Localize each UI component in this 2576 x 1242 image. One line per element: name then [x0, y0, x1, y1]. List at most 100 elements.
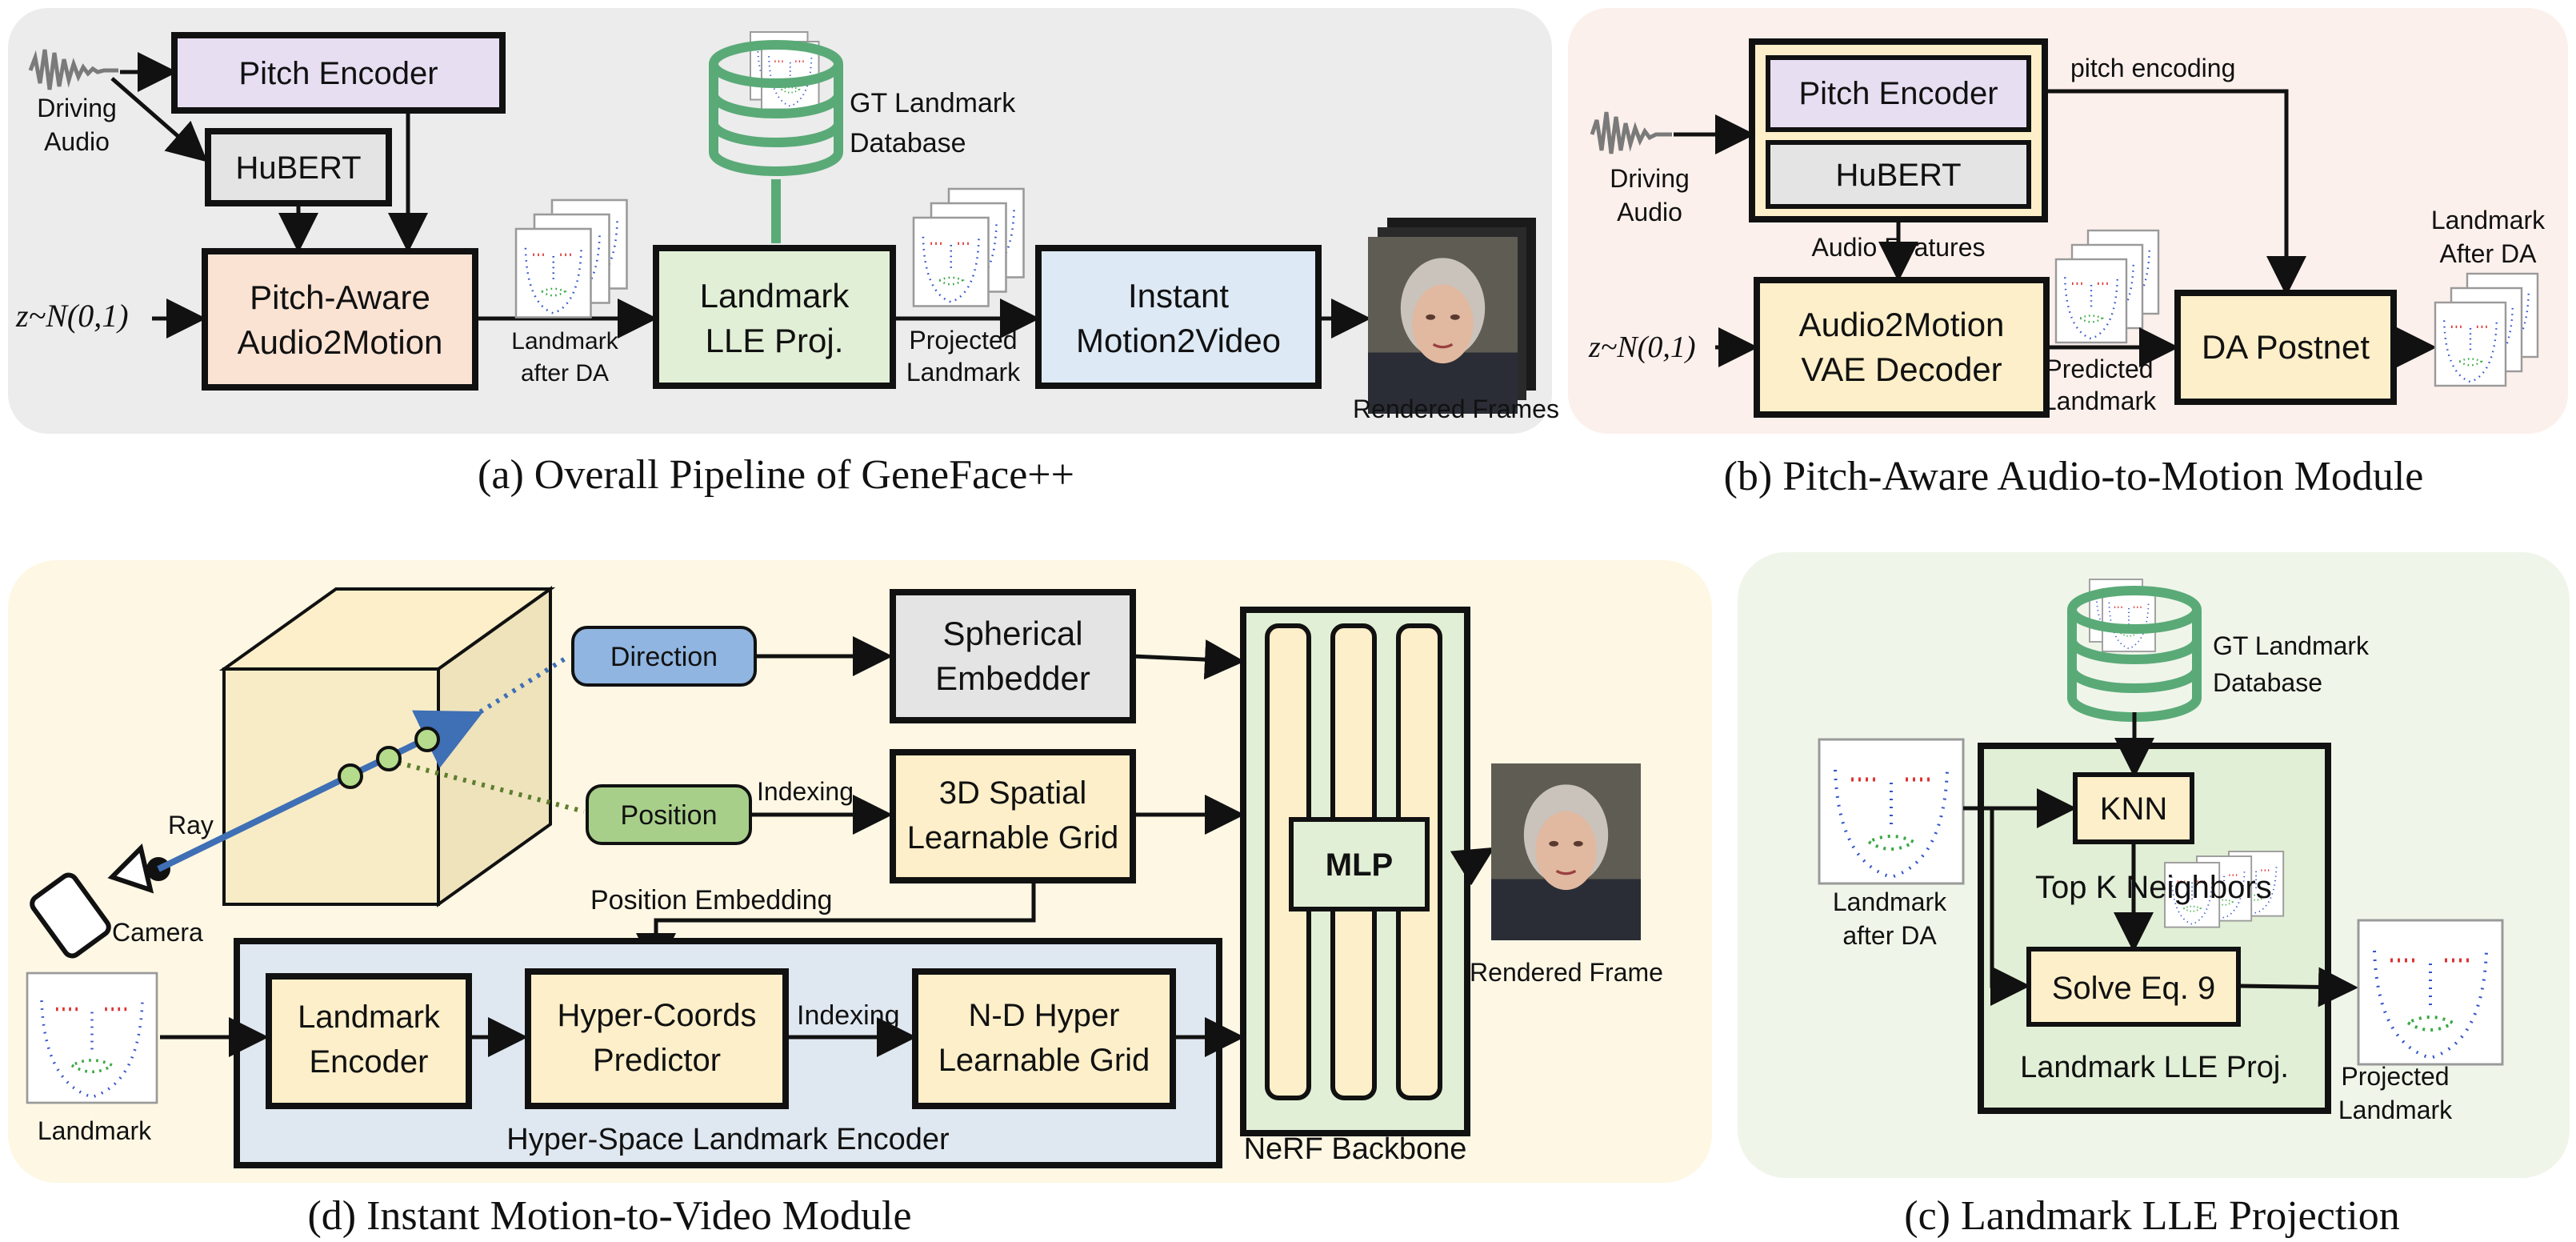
pitch-encoder-box-b [1766, 55, 2031, 132]
sample-point [376, 746, 402, 771]
landmark-input-d [27, 973, 157, 1103]
caption-a: (a) Overall Pipeline of GeneFace++ [478, 452, 1074, 498]
projected-landmark-output-c [2358, 920, 2502, 1064]
instant-label: Instant [1128, 277, 1229, 315]
pitch-aware-label: Pitch-Aware [250, 278, 430, 316]
driving-audio-label-b-2: Audio [1617, 198, 1682, 226]
waveform-icon-b [1590, 111, 1672, 154]
audio2motion-label: Audio2Motion [238, 323, 443, 361]
projected-landmark-label-2: Landmark [906, 358, 1021, 387]
solve-eq-label: Solve Eq. 9 [2052, 971, 2216, 1006]
mlp-box [1289, 817, 1430, 911]
camera-label: Camera [112, 918, 203, 947]
top-k-neighbors-label: Top K Neighbors [2035, 870, 2272, 905]
hyper-coords-predictor-box [525, 968, 789, 1109]
pitch-encoding-label: pitch encoding [2070, 54, 2235, 82]
vae-decoder-box [1754, 277, 2050, 418]
landmark-after-da-label: Landmark [511, 328, 618, 355]
rendered-frame-label: Rendered Frame [1470, 958, 1663, 987]
instant-motion2video-box [1035, 245, 1322, 389]
spherical-embedder-box [890, 589, 1136, 723]
nd-hyper-label: N-D Hyper [969, 998, 1120, 1033]
learnable-grid-label: Learnable Grid [907, 820, 1119, 855]
spatial-label: 3D Spatial [939, 775, 1087, 811]
sample-point [414, 727, 440, 752]
caption-d: (d) Instant Motion-to-Video Module [307, 1193, 911, 1239]
panel-c: GT Landmark Database Landmark LLE Proj. … [1738, 552, 2570, 1178]
driving-audio-label: Driving [37, 94, 117, 122]
vae-label-2: VAE Decoder [1801, 351, 2002, 388]
gt-landmark-database-label-c: GT Landmark [2213, 631, 2370, 660]
ray-label: Ray [168, 811, 214, 839]
position-embedding-label: Position Embedding [590, 885, 832, 915]
lle-proj-label-c: Landmark LLE Proj. [2020, 1051, 2289, 1084]
landmark-lle-proj-box [653, 245, 896, 389]
da-postnet-label: DA Postnet [2202, 328, 2370, 366]
panel-d: Ray Camera Direction Position Indexing S… [8, 560, 1712, 1183]
landmark-after-da-label-b: Landmark [2431, 206, 2546, 234]
knn-box [2073, 772, 2194, 844]
projected-landmark-label-c-2: Landmark [2338, 1096, 2453, 1124]
landmark-after-da-label-c: Landmark [1833, 887, 1947, 916]
nd-hyper-grid-box [912, 968, 1176, 1109]
direction-label: Direction [610, 642, 718, 672]
rendered-frames-label: Rendered Frames [1353, 395, 1559, 423]
embedder-label: Embedder [935, 659, 1090, 697]
gt-landmark-database-label: GT Landmark [850, 88, 1016, 118]
lle-proj-label-2: LLE Proj. [706, 322, 844, 359]
landmark-encoder-box [266, 973, 472, 1109]
nerf-label: NeRF Backbone [1244, 1132, 1467, 1166]
sample-point [338, 763, 363, 789]
lle-proj-label: Landmark [700, 277, 850, 315]
projected-landmark-label-c: Projected [2341, 1062, 2449, 1091]
mlp-label: MLP [1326, 847, 1393, 883]
encoder-label: Encoder [310, 1044, 429, 1080]
knn-label: KNN [2100, 791, 2167, 827]
hyper-coords-label: Hyper-Coords [558, 998, 757, 1033]
motion2video-label: Motion2Video [1076, 322, 1281, 359]
position-label: Position [621, 800, 718, 831]
hyper-space-label: Hyper-Space Landmark Encoder [506, 1123, 950, 1156]
landmark-label-d: Landmark [38, 1116, 152, 1145]
driving-audio-label-b: Driving [1610, 164, 1690, 193]
projected-landmark-label: Projected [909, 326, 1017, 355]
gt-landmark-database-label-c-2: Database [2213, 668, 2322, 697]
spherical-label: Spherical [942, 615, 1082, 652]
volume-cube [218, 586, 556, 907]
hubert-label-b: HuBERT [1835, 158, 1961, 193]
indexing-label-1: Indexing [757, 777, 854, 806]
landmark-after-da-label-b-2: After DA [2440, 239, 2538, 268]
landmark-after-da-input-c [1819, 739, 1963, 883]
panel-b: Pitch Encoder HuBERT pitch encoding Driv… [1568, 8, 2568, 434]
vae-label: Audio2Motion [1799, 306, 2005, 343]
panel-a: Driving Audio Pitch Encoder HuBERT Pitch… [8, 8, 1559, 434]
rendered-frame-image [1490, 762, 1642, 942]
driving-audio-label-2: Audio [44, 127, 110, 156]
z-input-label: z~N(0,1) [15, 298, 129, 334]
hubert-box-b [1766, 140, 2031, 209]
caption-c: (c) Landmark LLE Projection [1904, 1193, 2399, 1239]
pitch-encoder-label-b: Pitch Encoder [1798, 76, 1998, 111]
pitch-encoder-label: Pitch Encoder [238, 56, 438, 91]
landmark-after-da-label-c-2: after DA [1842, 921, 1937, 950]
predicted-landmark-label-2: Landmark [2042, 387, 2157, 415]
predicted-landmark-stack [2054, 229, 2160, 344]
da-postnet-box [2174, 290, 2397, 405]
pitch-aware-audio2motion-box [202, 248, 478, 391]
pitch-encoder-box [171, 32, 506, 114]
landmark-after-da-label-2: after DA [521, 360, 609, 387]
rendered-frames-stack [1366, 218, 1536, 415]
landmark-after-da-stack-b [2434, 272, 2539, 387]
z-input-label-b: z~N(0,1) [1588, 331, 1696, 364]
landmark-encoder-label: Landmark [298, 1000, 441, 1035]
gt-landmark-database-label-2: Database [850, 128, 966, 158]
caption-b: (b) Pitch-Aware Audio-to-Motion Module [1724, 454, 2424, 499]
predictor-label: Predictor [593, 1043, 721, 1078]
solve-eq-box [2026, 947, 2241, 1027]
predicted-landmark-label: Predicted [2045, 355, 2153, 383]
spatial-grid-box [890, 749, 1136, 883]
waveform-icon [28, 49, 118, 90]
indexing-label-2: Indexing [797, 1000, 900, 1031]
hubert-label: HuBERT [235, 150, 361, 186]
nd-learnable-grid-label: Learnable Grid [938, 1043, 1150, 1078]
